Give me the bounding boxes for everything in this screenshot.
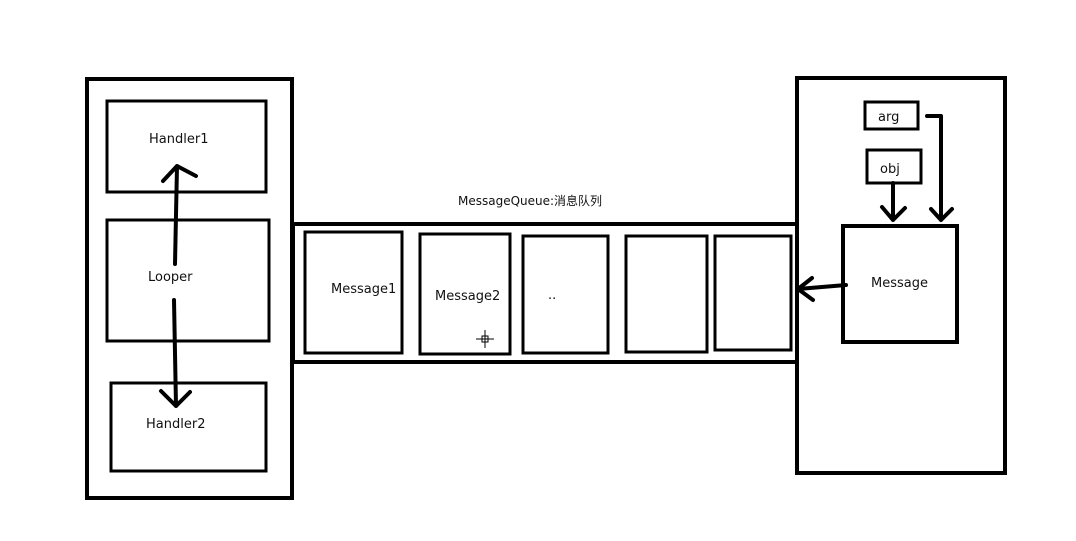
queue-slot-3 <box>521 234 610 355</box>
handler2-label: Handler2 <box>146 417 205 432</box>
queue-title: MessageQueue:消息队列 <box>458 193 602 208</box>
queue-slot-1 <box>303 230 404 355</box>
message-box <box>841 224 959 344</box>
arrow-arg-to-message <box>925 114 954 222</box>
looper-box <box>105 218 271 343</box>
arrow-looper-to-handler1 <box>161 164 198 266</box>
arrow-obj-to-message <box>880 181 907 222</box>
handler1-box <box>105 99 268 194</box>
handler1-label: Handler1 <box>149 132 208 147</box>
handler2-box <box>109 381 268 473</box>
looper-label: Looper <box>148 270 193 285</box>
queue-slot-2 <box>418 232 512 356</box>
queue-slot-2-label: Message2 <box>435 289 500 304</box>
arg-label: arg <box>878 110 899 125</box>
arg-box <box>863 100 920 131</box>
queue-slot-5 <box>713 234 793 352</box>
queue-slot-1-label: Message1 <box>331 282 396 297</box>
queue-slot-3-label: .. <box>548 288 556 303</box>
arrow-looper-to-handler2 <box>159 298 192 408</box>
obj-label: obj <box>880 162 900 177</box>
message-label: Message <box>871 276 928 291</box>
crosshair-cursor-icon <box>476 330 494 348</box>
arrow-message-to-queue <box>796 276 848 302</box>
queue-slot-4 <box>624 234 709 354</box>
